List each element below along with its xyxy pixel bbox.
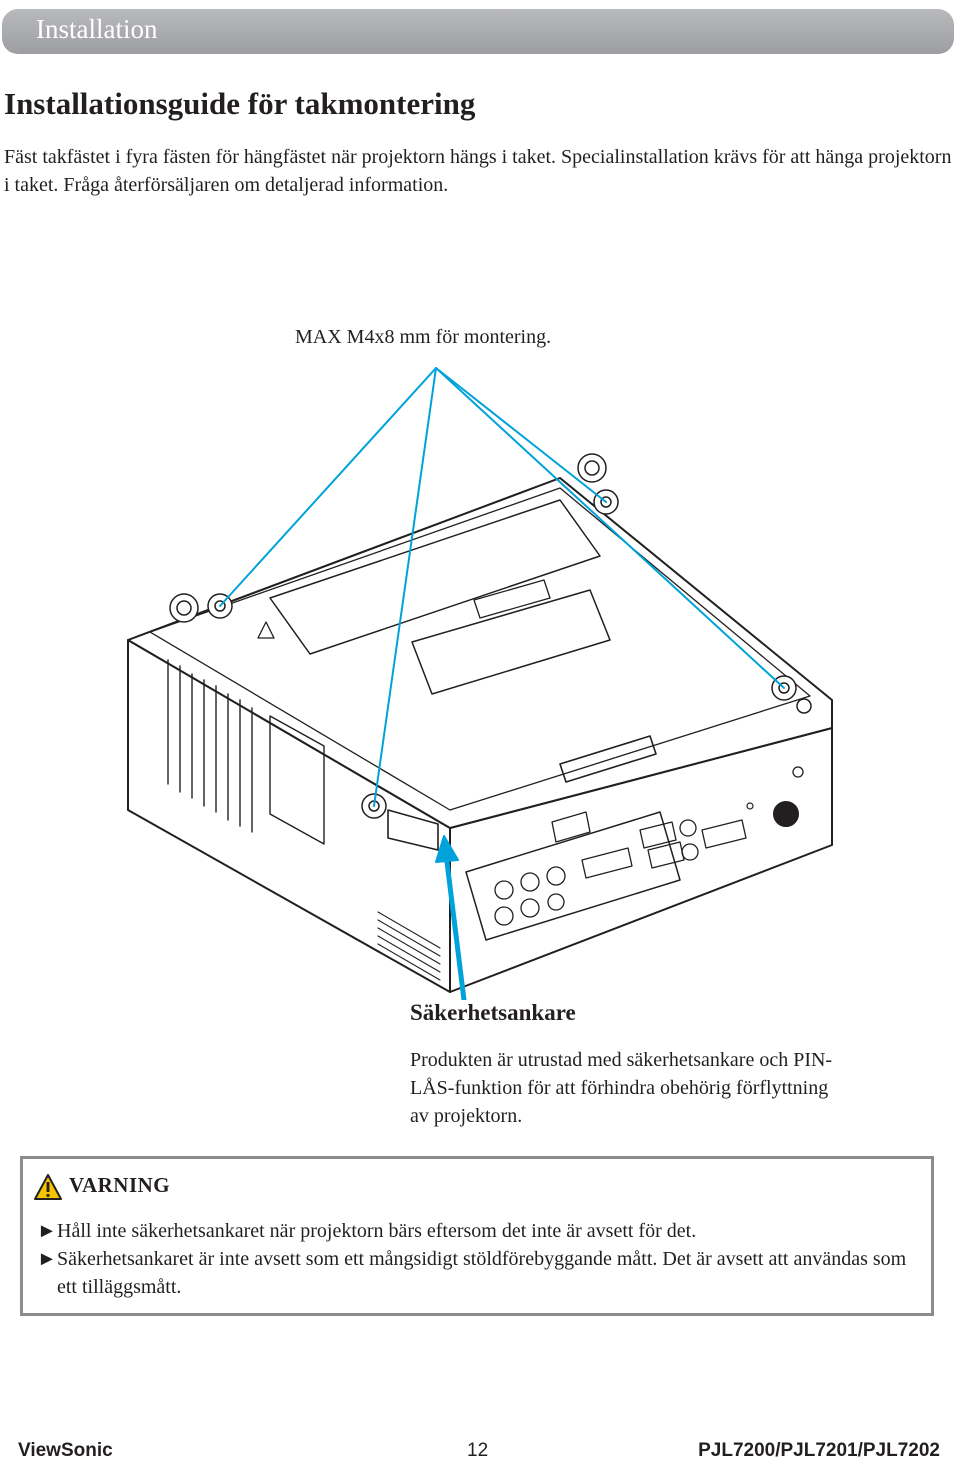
power-jack <box>773 801 799 827</box>
label-rect-3 <box>473 579 551 619</box>
adjuster-feet <box>169 453 812 714</box>
warning-triangle-icon <box>34 1174 62 1200</box>
lens-hole <box>746 802 754 810</box>
top-face-rim <box>149 487 811 811</box>
warning-title: VARNING <box>69 1173 171 1197</box>
footer-models: PJL7200/PJL7201/PJL7202 <box>698 1440 940 1461</box>
left-vents <box>167 659 253 833</box>
bottom-vents <box>377 911 441 981</box>
warning-item-text: Håll inte säkerhetsankaret när projektor… <box>57 1220 697 1242</box>
page-title: Installationsguide för takmontering <box>4 86 476 121</box>
intro-paragraph: Fäst takfästet i fyra fästen för hängfäs… <box>4 146 952 196</box>
header-bar <box>2 9 954 54</box>
page-footer: ViewSonic 12 PJL7200/PJL7201/PJL7202 <box>0 1434 960 1464</box>
label-rect-1 <box>269 499 601 655</box>
security-slot <box>792 766 804 778</box>
warning-box: VARNING ► Håll inte säkerhetsankaret när… <box>20 1156 934 1316</box>
pointer-arrow <box>435 835 467 1000</box>
section-title: Installation <box>36 14 158 44</box>
projector-top-face <box>127 477 833 829</box>
label-rect-2 <box>411 589 611 695</box>
footer-brand: ViewSonic <box>18 1440 113 1461</box>
warning-item: ► Säkerhetsankaret är inte avsett som et… <box>37 1245 927 1301</box>
callout-lines <box>219 367 785 807</box>
mount-caption: MAX M4x8 mm för montering. <box>295 326 552 348</box>
projector-underside-diagram <box>127 367 833 1000</box>
bullet-arrow-icon: ► <box>37 1248 57 1270</box>
warning-list: ► Håll inte säkerhetsankaret när projekt… <box>37 1217 927 1301</box>
side-panel <box>269 715 325 845</box>
bullet-arrow-icon: ► <box>37 1220 57 1242</box>
warning-item-text: Säkerhetsankaret är inte avsett som ett … <box>57 1248 907 1298</box>
handle <box>559 735 657 783</box>
caution-triangle <box>257 621 275 639</box>
anchor-description: Produkten är utrustad med säkerhetsankar… <box>410 1049 833 1127</box>
connectors <box>494 811 747 926</box>
warning-item: ► Håll inte säkerhetsankaret när projekt… <box>37 1217 927 1245</box>
page-number: 12 <box>467 1440 489 1461</box>
anchor-title: Säkerhetsankare <box>410 1000 576 1025</box>
security-anchor-bar <box>387 809 439 851</box>
connector-panel <box>465 811 681 941</box>
